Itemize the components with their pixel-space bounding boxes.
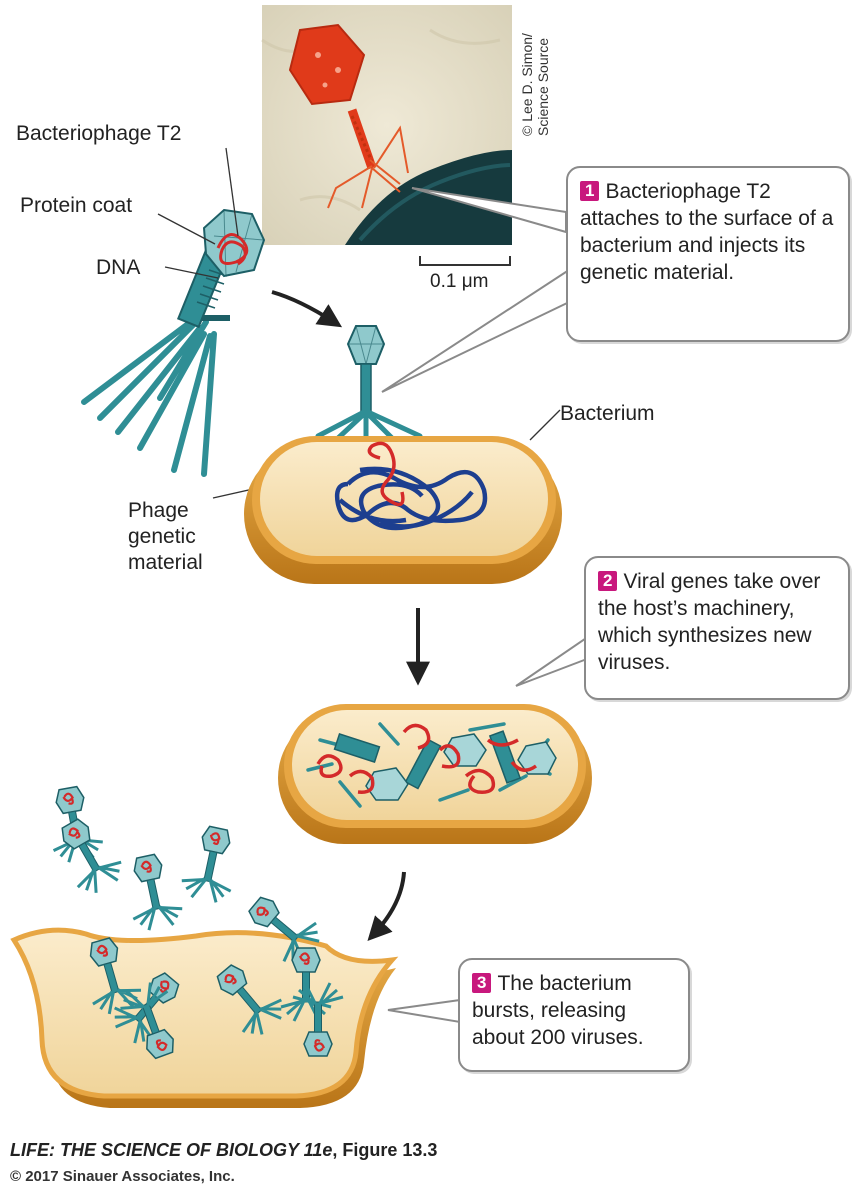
step-1-badge: 1: [580, 181, 600, 201]
scale-bar: [419, 256, 511, 266]
callout-pointers: [381, 187, 602, 1024]
label-phage-genetic-material: Phage genetic material: [128, 499, 203, 574]
bacterium-synthesizing: [278, 704, 592, 844]
figure-caption: LIFE: THE SCIENCE OF BIOLOGY 11e, Figure…: [10, 1140, 437, 1161]
attaching-phage: [315, 325, 423, 443]
bacterium-burst: [10, 927, 399, 1108]
electron-micrograph: [261, 5, 512, 245]
labeled-phage-t2: [81, 208, 266, 477]
figure-number: , Figure 13.3: [332, 1140, 438, 1160]
step-3-badge: 3: [472, 973, 492, 993]
scale-bar-label: 0.1 μm: [430, 271, 489, 292]
photo-credit-line2: Science Source: [535, 37, 551, 136]
photo-credit: © Lee D. Simon/ Science Source: [519, 18, 551, 138]
step-2-badge: 2: [598, 571, 618, 591]
arrow-down-2: [367, 871, 406, 942]
label-protein-coat: Protein coat: [20, 194, 133, 217]
step-3-text: The bacterium bursts, releasing about 20…: [472, 972, 644, 1049]
copyright: © 2017 Sinauer Associates, Inc.: [10, 1168, 235, 1185]
step-2-text: Viral genes take over the host’s machine…: [598, 570, 821, 674]
label-bacterium: Bacterium: [560, 402, 655, 425]
step-1-text: Bacteriophage T2 attaches to the surface…: [580, 180, 834, 284]
label-bacteriophage-t2: Bacteriophage T2: [16, 122, 182, 145]
photo-credit-line1: © Lee D. Simon/: [519, 33, 535, 136]
bacterium-infected: [244, 436, 562, 584]
label-dna: DNA: [96, 256, 141, 279]
book-title: LIFE: THE SCIENCE OF BIOLOGY 11e: [10, 1140, 333, 1160]
arrow-attach: [271, 290, 343, 328]
